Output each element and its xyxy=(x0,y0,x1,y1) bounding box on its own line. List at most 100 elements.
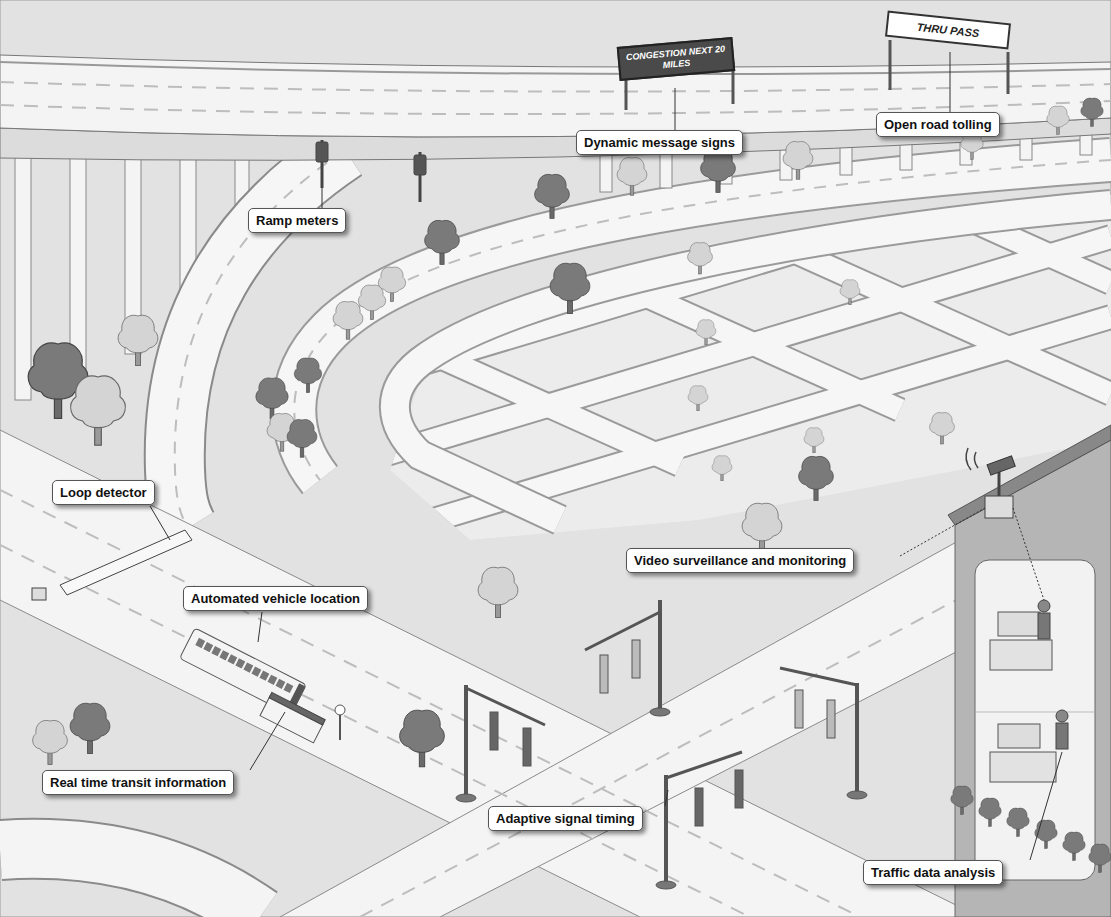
signal-head xyxy=(735,770,743,808)
trees xyxy=(28,98,1103,767)
toll-sign: THRU PASS xyxy=(885,11,1011,50)
operator-body xyxy=(1056,723,1068,749)
leader-lines xyxy=(150,52,1062,860)
tree xyxy=(550,263,590,313)
tree xyxy=(70,703,110,753)
leader-line xyxy=(258,612,262,642)
leader-line xyxy=(150,506,170,540)
tree xyxy=(118,315,158,365)
node-text: Video surveillance and monitoring xyxy=(634,553,846,568)
tree xyxy=(804,428,824,453)
leader-line xyxy=(665,790,668,806)
meter-head xyxy=(316,142,328,162)
tree xyxy=(930,413,955,444)
signal-head xyxy=(523,728,531,766)
callout-label: Open road tolling xyxy=(876,112,1000,137)
leader-line xyxy=(1013,508,1044,600)
node-text: Loop detector xyxy=(60,485,147,500)
floor-line xyxy=(975,712,1095,713)
tree xyxy=(400,710,445,767)
callout-label: Loop detector xyxy=(52,480,155,505)
tree xyxy=(1081,98,1103,126)
callout-label: Ramp meters xyxy=(248,208,346,233)
camera-mast xyxy=(998,470,1001,496)
node-text: Open road tolling xyxy=(884,117,992,132)
leader-line xyxy=(950,52,951,114)
cross-road xyxy=(280,540,960,917)
tree xyxy=(71,376,126,445)
tree xyxy=(799,456,834,500)
signal-head xyxy=(695,788,703,826)
ramp-edge xyxy=(175,150,345,528)
tree xyxy=(688,386,708,411)
detector-box xyxy=(32,588,46,600)
grid-road xyxy=(500,230,900,410)
signal-pole xyxy=(658,600,662,712)
signal-head xyxy=(600,655,608,693)
building-window xyxy=(975,560,1095,880)
tree xyxy=(712,456,732,481)
tree xyxy=(478,567,518,617)
signal-head xyxy=(490,712,498,750)
leader-line xyxy=(1030,752,1062,860)
tree xyxy=(688,243,713,274)
guard-rail xyxy=(0,62,1111,74)
lane-marking xyxy=(0,545,750,917)
lane-marking xyxy=(0,490,860,917)
bus-shelter xyxy=(260,692,325,742)
callout-label: Real time transit information xyxy=(42,770,234,795)
tree xyxy=(287,419,317,457)
node-text: CONGESTION NEXT 20 MILES xyxy=(625,44,727,75)
sign-post xyxy=(1007,52,1010,94)
leader-line xyxy=(322,188,323,210)
side-road xyxy=(0,849,260,917)
tree xyxy=(333,301,363,339)
leader-line xyxy=(675,88,676,132)
lane-marking xyxy=(175,150,345,528)
signal-arm xyxy=(780,668,857,685)
tree xyxy=(358,285,385,320)
stop-sign xyxy=(335,705,345,715)
pole-base xyxy=(650,708,670,716)
bus-windows xyxy=(197,641,293,690)
node-text: Ramp meters xyxy=(256,213,338,228)
signal-pole xyxy=(664,775,668,885)
tree xyxy=(1047,106,1069,134)
camera-box xyxy=(985,496,1013,518)
tree xyxy=(33,720,68,764)
node-text: THRU PASS xyxy=(892,18,1005,42)
ramp-meter-signals xyxy=(316,140,426,202)
shrub xyxy=(951,786,973,814)
pole-base xyxy=(656,881,676,889)
desk xyxy=(990,752,1056,782)
pillar xyxy=(15,150,31,400)
traffic-signals xyxy=(456,600,867,889)
message-sign: CONGESTION NEXT 20 MILES xyxy=(617,37,736,81)
building-roof xyxy=(948,425,1111,525)
callout-label: Dynamic message signs xyxy=(576,130,743,155)
node-text: Traffic data analysis xyxy=(871,865,995,880)
signal-head xyxy=(827,700,835,738)
camera xyxy=(987,456,1015,475)
meter-head xyxy=(414,155,426,175)
node-text: Automated vehicle location xyxy=(191,591,360,606)
lane-marking xyxy=(0,82,1111,92)
leader-line xyxy=(250,712,285,770)
signal-head xyxy=(795,690,803,728)
operator xyxy=(1056,710,1068,722)
tree xyxy=(256,378,288,419)
monitor xyxy=(998,724,1040,748)
lane-marking xyxy=(294,160,1111,480)
signal-head xyxy=(632,640,640,678)
pole-base xyxy=(847,791,867,799)
callout-label: Adaptive signal timing xyxy=(488,806,643,831)
signal-arm xyxy=(666,752,742,778)
tree xyxy=(425,220,460,264)
shrub xyxy=(979,798,1001,826)
control-center xyxy=(948,425,1111,917)
node-text: Adaptive signal timing xyxy=(496,811,635,826)
callout-label: Automated vehicle location xyxy=(183,586,368,611)
